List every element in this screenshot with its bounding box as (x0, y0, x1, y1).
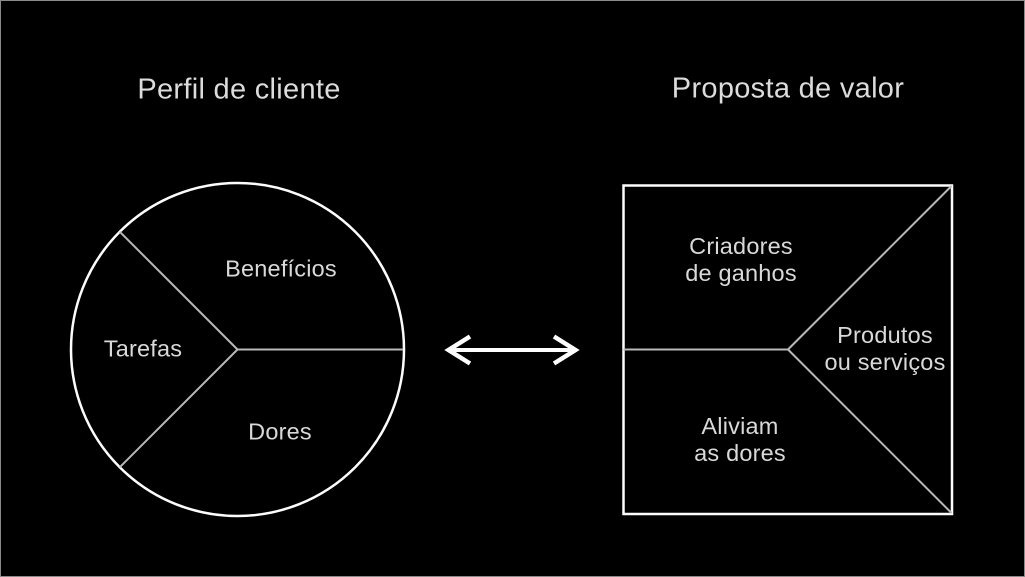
section-label-line: Aliviam (701, 413, 779, 439)
section-label-line: Produtos (837, 322, 933, 348)
customer-profile-title: Perfil de cliente (137, 73, 341, 106)
square-divider-upper-diagonal (787, 185, 953, 351)
arrow-head-right (552, 334, 580, 366)
value-proposition-shape (622, 184, 954, 516)
segment-label-tarefas: Tarefas (103, 335, 183, 362)
section-label-line: ou serviços (824, 349, 946, 375)
square-divider-lower-diagonal (787, 348, 953, 514)
arrow-head-left (444, 334, 472, 366)
section-label-line: Criadores (689, 233, 793, 259)
section-label-produtos-ou-servicos: Produtos ou serviços (824, 322, 945, 376)
circle-divider-upper-left (119, 231, 239, 351)
section-label-criadores-de-ganhos: Criadores de ganhos (685, 233, 797, 287)
double-arrow-icon (444, 334, 580, 366)
customer-profile-shape (69, 181, 406, 518)
section-label-line: de ganhos (685, 260, 797, 286)
section-label-aliviam-as-dores: Aliviam as dores (694, 413, 786, 467)
circle-divider-lower-left (119, 348, 239, 468)
customer-profile-circle (69, 181, 406, 518)
section-label-line: as dores (694, 440, 786, 466)
segment-label-dores: Dores (248, 418, 312, 445)
segment-label-beneficios: Benefícios (225, 255, 337, 282)
value-proposition-title: Proposta de valor (671, 72, 905, 105)
